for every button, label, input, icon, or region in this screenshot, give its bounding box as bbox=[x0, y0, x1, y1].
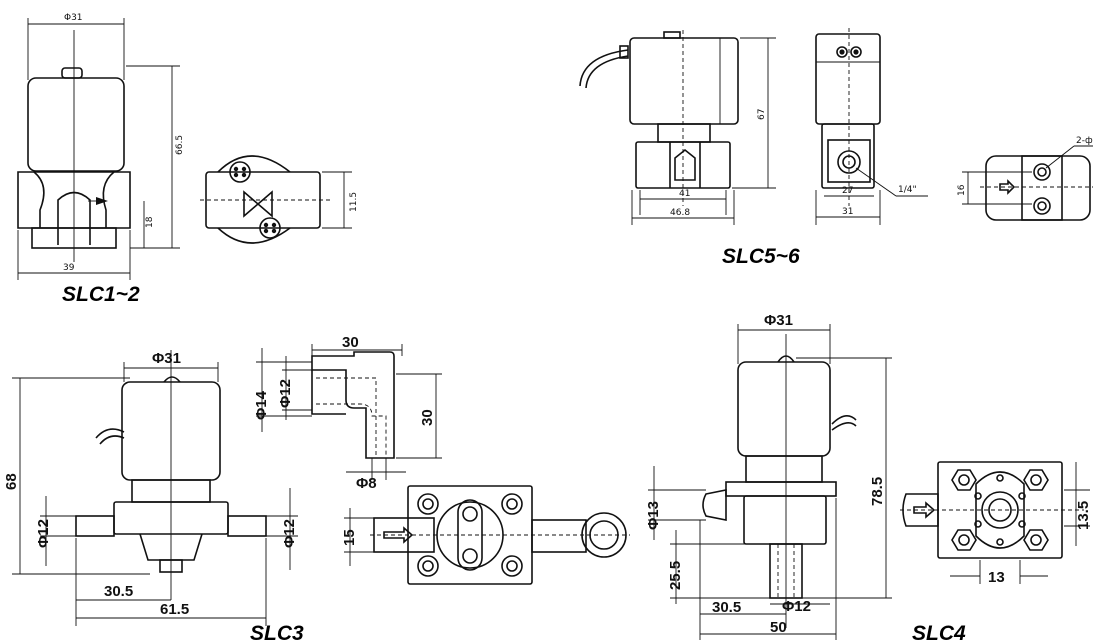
slc3-elbow-dim-bore: Φ8 bbox=[356, 475, 377, 492]
slc3-elbow-dim-height: 30 bbox=[419, 409, 436, 426]
slc5-6-dim-w2: 46.8 bbox=[670, 208, 690, 218]
slc4-dim-bottom: 13 bbox=[988, 569, 1005, 586]
slc3-dim-pipe-right: Φ12 bbox=[281, 519, 298, 548]
slc4-dim-inlet: Φ13 bbox=[645, 501, 662, 530]
slc1-2-dim-base: 39 bbox=[63, 263, 75, 273]
slc4-label: SLC4 bbox=[912, 622, 966, 642]
slc5-6-dim-height: 67 bbox=[757, 109, 767, 120]
slc5-6-front-view: 67 41 46.8 bbox=[579, 30, 776, 225]
slc3-dim-top: Φ31 bbox=[152, 350, 181, 367]
slc3-dim-inlet: 15 bbox=[341, 529, 358, 546]
slc1-2-dim-port: 11.5 bbox=[349, 192, 359, 212]
slc5-6-dim-w1: 41 bbox=[679, 189, 690, 199]
slc4-dim-height: 78.5 bbox=[869, 477, 886, 506]
slc1-2-dimensions: Φ31 66.5 18 39 bbox=[17, 13, 185, 280]
slc1-2-front-view bbox=[17, 30, 131, 262]
slc4-front-view: Φ31 78.5 Φ13 25.5 30.5 Φ12 50 bbox=[645, 312, 892, 640]
slc1-2-dim-top: Φ31 bbox=[64, 13, 83, 23]
slc3-elbow-dim-d1: Φ14 bbox=[253, 390, 270, 420]
slc3-dim-pipe-left: Φ12 bbox=[35, 519, 52, 548]
slc4-dim-w1: 30.5 bbox=[712, 599, 741, 616]
slc5-6-side-view: 1/4" 27 31 bbox=[815, 28, 928, 225]
slc4-dim-top: Φ31 bbox=[764, 312, 793, 329]
slc1-2-dim-side: 18 bbox=[145, 216, 155, 228]
slc5-6-top-view: 2-ф 16 bbox=[957, 136, 1093, 221]
slc3-top-view: 15 bbox=[341, 485, 630, 585]
slc3-elbow-dim-width: 30 bbox=[342, 334, 359, 351]
slc3-dim-w1: 30.5 bbox=[104, 583, 133, 600]
slc3-front-view: Φ31 68 Φ12 Φ12 30.5 61.5 bbox=[3, 350, 298, 626]
slc5-6-label: SLC5~6 bbox=[722, 245, 800, 268]
slc3-dim-height: 68 bbox=[3, 473, 20, 490]
slc1-2-label: SLC1~2 bbox=[62, 283, 140, 306]
slc5-6-dim-w4: 31 bbox=[842, 207, 853, 217]
slc4-dim-side: 13.5 bbox=[1075, 501, 1092, 530]
slc5-6-dim-thread: 1/4" bbox=[898, 185, 917, 195]
slc1-2-top-view: 11.5 bbox=[200, 155, 359, 244]
slc3-elbow-fitting: 30 Φ14 Φ12 30 Φ8 bbox=[253, 334, 442, 492]
slc3-dim-w2: 61.5 bbox=[160, 601, 189, 618]
slc5-6-dim-w3: 27 bbox=[842, 186, 853, 196]
slc4-dim-w2: 50 bbox=[770, 619, 787, 636]
slc4-top-view: 13.5 13 bbox=[900, 461, 1092, 586]
slc4-dim-outlet: Φ12 bbox=[782, 598, 811, 615]
slc3-label: SLC3 bbox=[250, 622, 304, 642]
slc5-6-dim-holes: 2-ф bbox=[1076, 136, 1093, 146]
slc5-6-dim-side: 16 bbox=[957, 184, 967, 196]
slc3-elbow-dim-d2: Φ12 bbox=[277, 379, 294, 408]
slc4-dim-stem: 25.5 bbox=[667, 561, 684, 590]
slc1-2-dim-height: 66.5 bbox=[175, 135, 185, 155]
